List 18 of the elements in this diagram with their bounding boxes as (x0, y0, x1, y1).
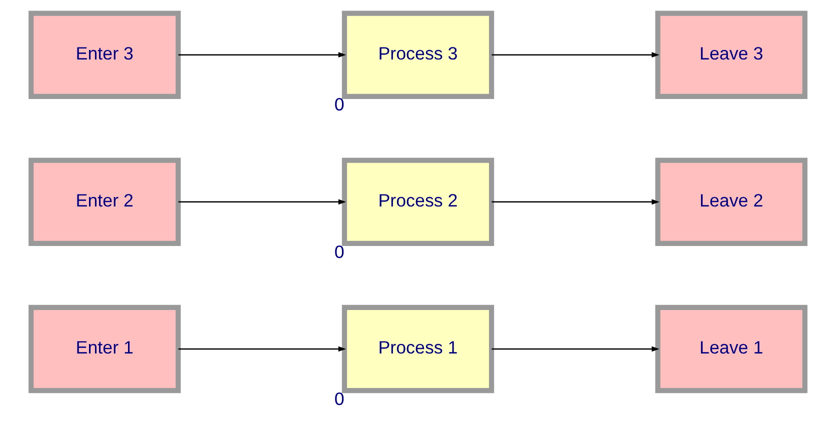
node-box: Process 3 (342, 10, 494, 99)
node-box: Process 2 (342, 158, 494, 246)
node-box: Process 1 (342, 304, 494, 394)
node-box: Enter 2 (28, 158, 181, 246)
node-label: 0 (334, 94, 344, 115)
arrow (178, 199, 346, 205)
arrow (178, 346, 346, 352)
arrow (492, 199, 660, 205)
node-label: 0 (334, 242, 344, 262)
node-box: Enter 3 (28, 10, 181, 99)
arrow (178, 52, 346, 58)
node-box: Enter 1 (28, 304, 181, 394)
node-label: 0 (334, 388, 344, 409)
node-box: Leave 1 (655, 304, 808, 394)
node-box: Leave 3 (655, 10, 808, 99)
arrow (492, 52, 660, 58)
node-box: Leave 2 (655, 158, 808, 246)
arrow (492, 346, 660, 352)
